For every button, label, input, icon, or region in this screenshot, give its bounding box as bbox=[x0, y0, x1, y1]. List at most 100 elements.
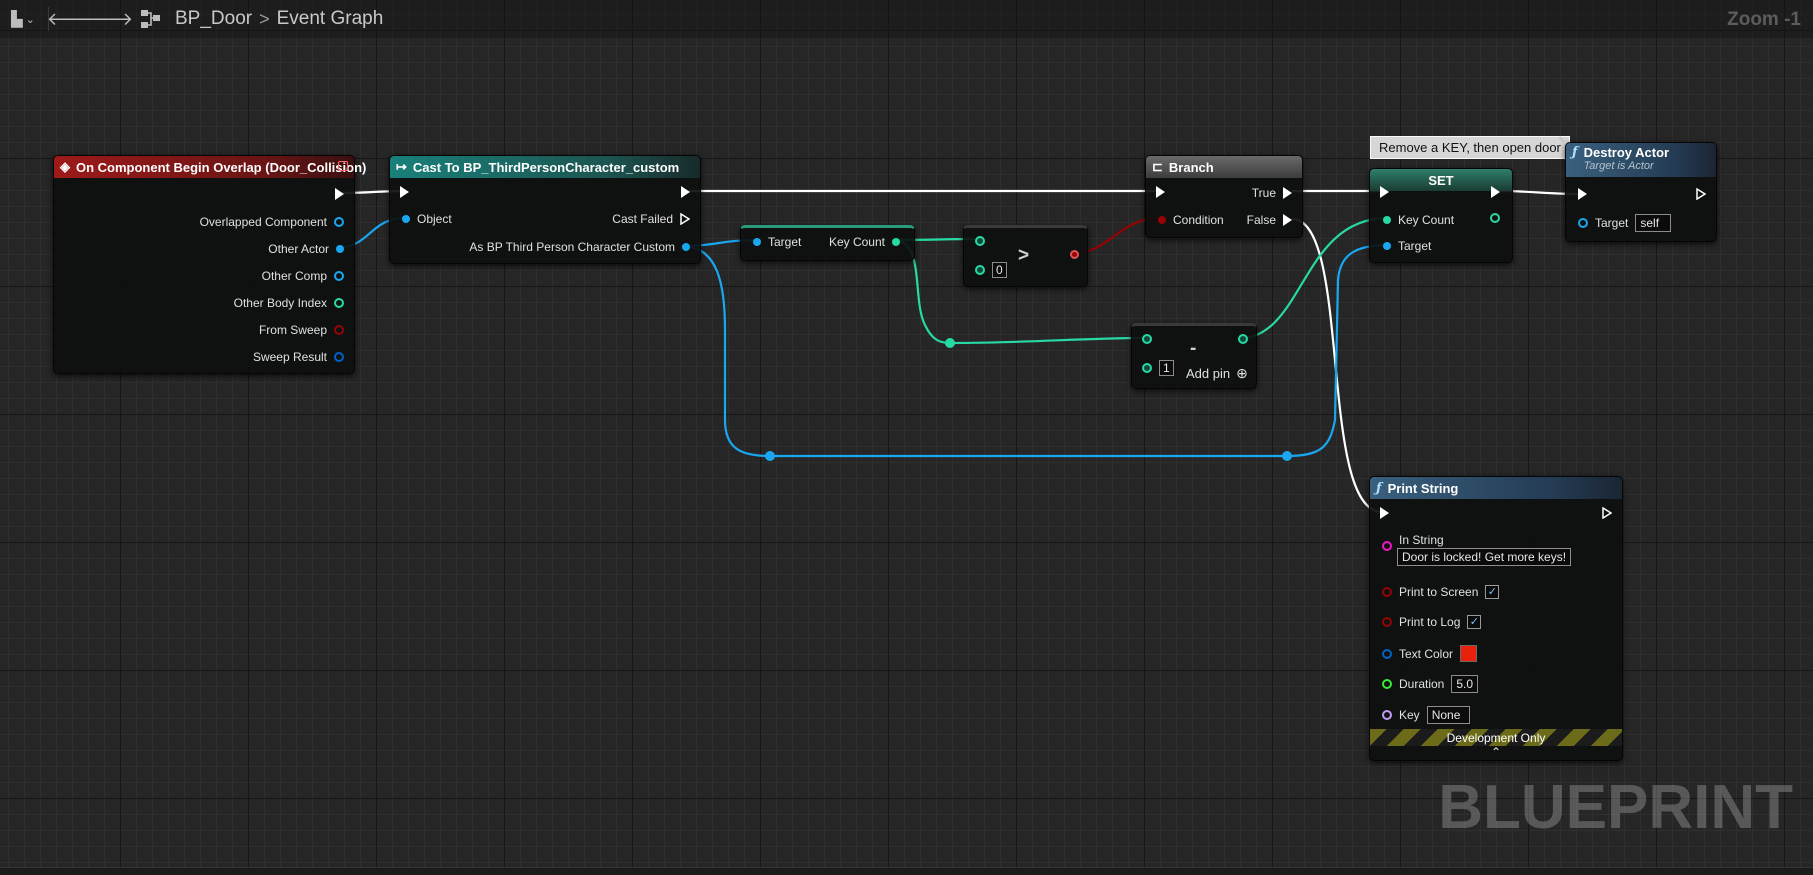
pin-duration[interactable]: Duration 5.0 bbox=[1382, 675, 1479, 693]
bookmark-icon: ▙ bbox=[11, 11, 23, 28]
pin-key-count[interactable]: Key Count bbox=[1383, 213, 1461, 227]
pin-label: Other Body Index bbox=[233, 296, 327, 310]
node-cast-to[interactable]: ↦ Cast To BP_ThirdPersonCharacter_custom… bbox=[389, 155, 701, 264]
node-print-string[interactable]: ƒ Print String In String Door is locked!… bbox=[1369, 476, 1623, 761]
exec-pin-icon bbox=[1578, 188, 1587, 200]
breadcrumb-blueprint[interactable]: BP_Door bbox=[175, 8, 253, 29]
exec-output-pin[interactable] bbox=[681, 186, 690, 198]
text-color-swatch[interactable] bbox=[1460, 645, 1478, 662]
int-wire bbox=[1236, 216, 1389, 341]
pin-target[interactable]: Target bbox=[1383, 239, 1438, 253]
pin-from-sweep[interactable]: From Sweep bbox=[252, 323, 344, 337]
object-pin-icon bbox=[336, 245, 344, 253]
pin-true[interactable]: True bbox=[1245, 186, 1292, 200]
value-field[interactable]: 0 bbox=[992, 262, 1007, 278]
comment-pin-icon[interactable]: ✎ bbox=[1558, 135, 1566, 145]
node-on-component-begin-overlap[interactable]: ◈ On Component Begin Overlap (Door_Colli… bbox=[53, 155, 366, 374]
chevron-up-icon: ⌃ bbox=[1490, 745, 1502, 759]
delegate-pin-icon[interactable] bbox=[338, 161, 348, 171]
pin-other-comp[interactable]: Other Comp bbox=[255, 269, 344, 283]
object-wire bbox=[1286, 243, 1389, 458]
in-string-field[interactable]: Door is locked! Get more keys! bbox=[1397, 548, 1572, 566]
node-title: SET bbox=[1428, 172, 1454, 188]
pin-print-to-screen[interactable]: Print to Screen ✓ bbox=[1382, 585, 1500, 599]
pin-target[interactable]: Target bbox=[753, 235, 808, 249]
duration-field[interactable]: 5.0 bbox=[1451, 675, 1479, 693]
object-wire bbox=[681, 244, 771, 458]
back-button[interactable]: 🡐 bbox=[47, 9, 95, 30]
value-field[interactable]: 1 bbox=[1159, 360, 1174, 376]
operator-label: > bbox=[1018, 245, 1030, 266]
node-subtract[interactable]: 1 - Add pin ⊕ bbox=[1131, 323, 1257, 389]
exec-output-pin[interactable] bbox=[1696, 188, 1706, 200]
node-greater-than[interactable]: 0 > bbox=[963, 225, 1088, 287]
node-comment[interactable]: Remove a KEY, then open door bbox=[1370, 136, 1570, 159]
wire-reroute-knot bbox=[1282, 451, 1292, 461]
pin-key-count-out[interactable] bbox=[1490, 213, 1500, 223]
print-to-screen-checkbox[interactable]: ✓ bbox=[1485, 585, 1500, 599]
pin-target[interactable]: Target self bbox=[1578, 214, 1672, 232]
pin-print-to-log[interactable]: Print to Log ✓ bbox=[1382, 615, 1482, 629]
zoom-level: Zoom -1 bbox=[1727, 9, 1801, 30]
pin-return[interactable] bbox=[1070, 250, 1079, 259]
exec-input-pin[interactable] bbox=[1578, 188, 1587, 200]
node-title: Print String bbox=[1387, 480, 1459, 496]
node-set-key-count[interactable]: SET Key Count Target bbox=[1369, 168, 1513, 263]
pin-return[interactable] bbox=[1238, 334, 1248, 344]
pin-label: Target bbox=[1398, 239, 1432, 253]
node-get-key-count[interactable]: Target Key Count bbox=[740, 225, 915, 261]
int-pin-icon bbox=[1490, 213, 1500, 223]
function-icon: ƒ bbox=[1572, 145, 1578, 160]
exec-pin-icon bbox=[1380, 507, 1389, 519]
object-pin-icon bbox=[753, 238, 761, 246]
collapse-advanced-button[interactable]: ⌃ bbox=[1370, 745, 1622, 759]
pin-false[interactable]: False bbox=[1240, 213, 1292, 227]
pin-label: Text Color bbox=[1399, 646, 1454, 661]
pin-label: Cast Failed bbox=[612, 212, 673, 226]
node-destroy-actor[interactable]: ƒ Destroy Actor Target is Actor Target s… bbox=[1565, 142, 1717, 242]
int-wire bbox=[949, 336, 1148, 345]
pin-label: False bbox=[1246, 213, 1276, 227]
event-icon: ◈ bbox=[60, 159, 70, 174]
pin-other-body-index[interactable]: Other Body Index bbox=[227, 296, 344, 310]
int-pin-icon bbox=[1238, 334, 1248, 344]
function-icon: ƒ bbox=[1376, 480, 1382, 496]
print-to-log-checkbox[interactable]: ✓ bbox=[1467, 615, 1482, 629]
exec-output-pin[interactable] bbox=[1602, 507, 1612, 519]
breadcrumb-graph[interactable]: Event Graph bbox=[276, 8, 384, 29]
pin-a[interactable] bbox=[1142, 334, 1152, 344]
exec-input-pin[interactable] bbox=[1380, 507, 1389, 519]
pin-b[interactable]: 1 bbox=[1142, 360, 1174, 376]
key-field[interactable]: None bbox=[1426, 706, 1470, 724]
exec-input-pin[interactable] bbox=[1380, 186, 1389, 198]
pin-overlapped-component[interactable]: Overlapped Component bbox=[193, 215, 344, 229]
exec-input-pin[interactable] bbox=[1156, 186, 1165, 198]
node-title: Branch bbox=[1168, 159, 1214, 175]
forward-button[interactable]: 🡒 bbox=[85, 9, 133, 30]
pin-in-string[interactable]: In String Door is locked! Get more keys! bbox=[1382, 533, 1572, 566]
pin-key-count[interactable]: Key Count bbox=[822, 235, 900, 249]
node-branch[interactable]: ⊏ Branch True Condition False bbox=[1145, 155, 1303, 238]
pin-text-color[interactable]: Text Color bbox=[1382, 645, 1478, 662]
pin-label: Object bbox=[417, 212, 452, 226]
pin-condition[interactable]: Condition bbox=[1158, 213, 1231, 227]
exec-output-pin[interactable] bbox=[1491, 186, 1500, 198]
add-pin-button[interactable]: Add pin ⊕ bbox=[1186, 365, 1248, 382]
exec-output-pin[interactable] bbox=[335, 188, 344, 200]
bookmark-menu-button[interactable]: ▙ ⌄ bbox=[6, 10, 40, 28]
pin-b[interactable]: 0 bbox=[975, 262, 1007, 278]
pin-object[interactable]: Object bbox=[400, 212, 459, 226]
wire-reroute-knot bbox=[945, 338, 955, 348]
target-value-field[interactable]: self bbox=[1635, 214, 1672, 232]
pin-other-actor[interactable]: Other Actor bbox=[261, 242, 344, 256]
pin-as-bp-third-person[interactable]: As BP Third Person Character Custom bbox=[462, 240, 690, 254]
exec-input-pin[interactable] bbox=[400, 186, 409, 198]
chevron-down-icon: ⌄ bbox=[25, 13, 35, 26]
pin-sweep-result[interactable]: Sweep Result bbox=[246, 350, 344, 364]
bottom-scrollbar[interactable] bbox=[0, 867, 1813, 875]
exec-pin-icon bbox=[681, 186, 690, 198]
pin-key[interactable]: Key None bbox=[1382, 706, 1470, 724]
pin-a[interactable] bbox=[975, 236, 985, 246]
pin-cast-failed[interactable]: Cast Failed bbox=[605, 212, 690, 226]
exec-pin-icon bbox=[680, 213, 690, 225]
